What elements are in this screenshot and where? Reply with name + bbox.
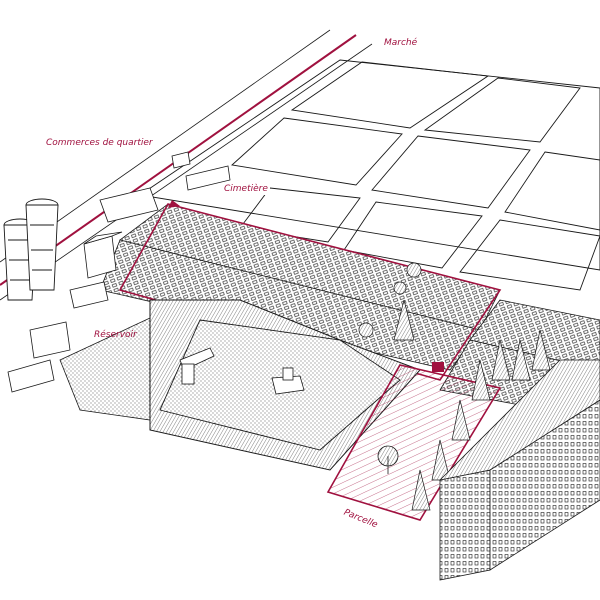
reservoir-monument bbox=[271, 367, 305, 395]
reservoir bbox=[59, 299, 421, 471]
boundary-arrow-icon bbox=[168, 200, 180, 208]
label-cimetiere: Cimetière bbox=[222, 184, 270, 195]
market-grid bbox=[138, 59, 600, 291]
tree-row bbox=[358, 262, 551, 511]
small-buildings bbox=[7, 151, 231, 393]
label-marche: Marché bbox=[382, 38, 420, 49]
parcelle bbox=[326, 362, 502, 521]
apartment-block bbox=[438, 359, 600, 581]
water-tower bbox=[3, 198, 59, 301]
label-reservoir: Réservoir bbox=[94, 330, 137, 340]
reservoir-kiosk bbox=[179, 347, 215, 385]
label-commerces-de-quartier: Commerces de quartier bbox=[44, 138, 155, 149]
